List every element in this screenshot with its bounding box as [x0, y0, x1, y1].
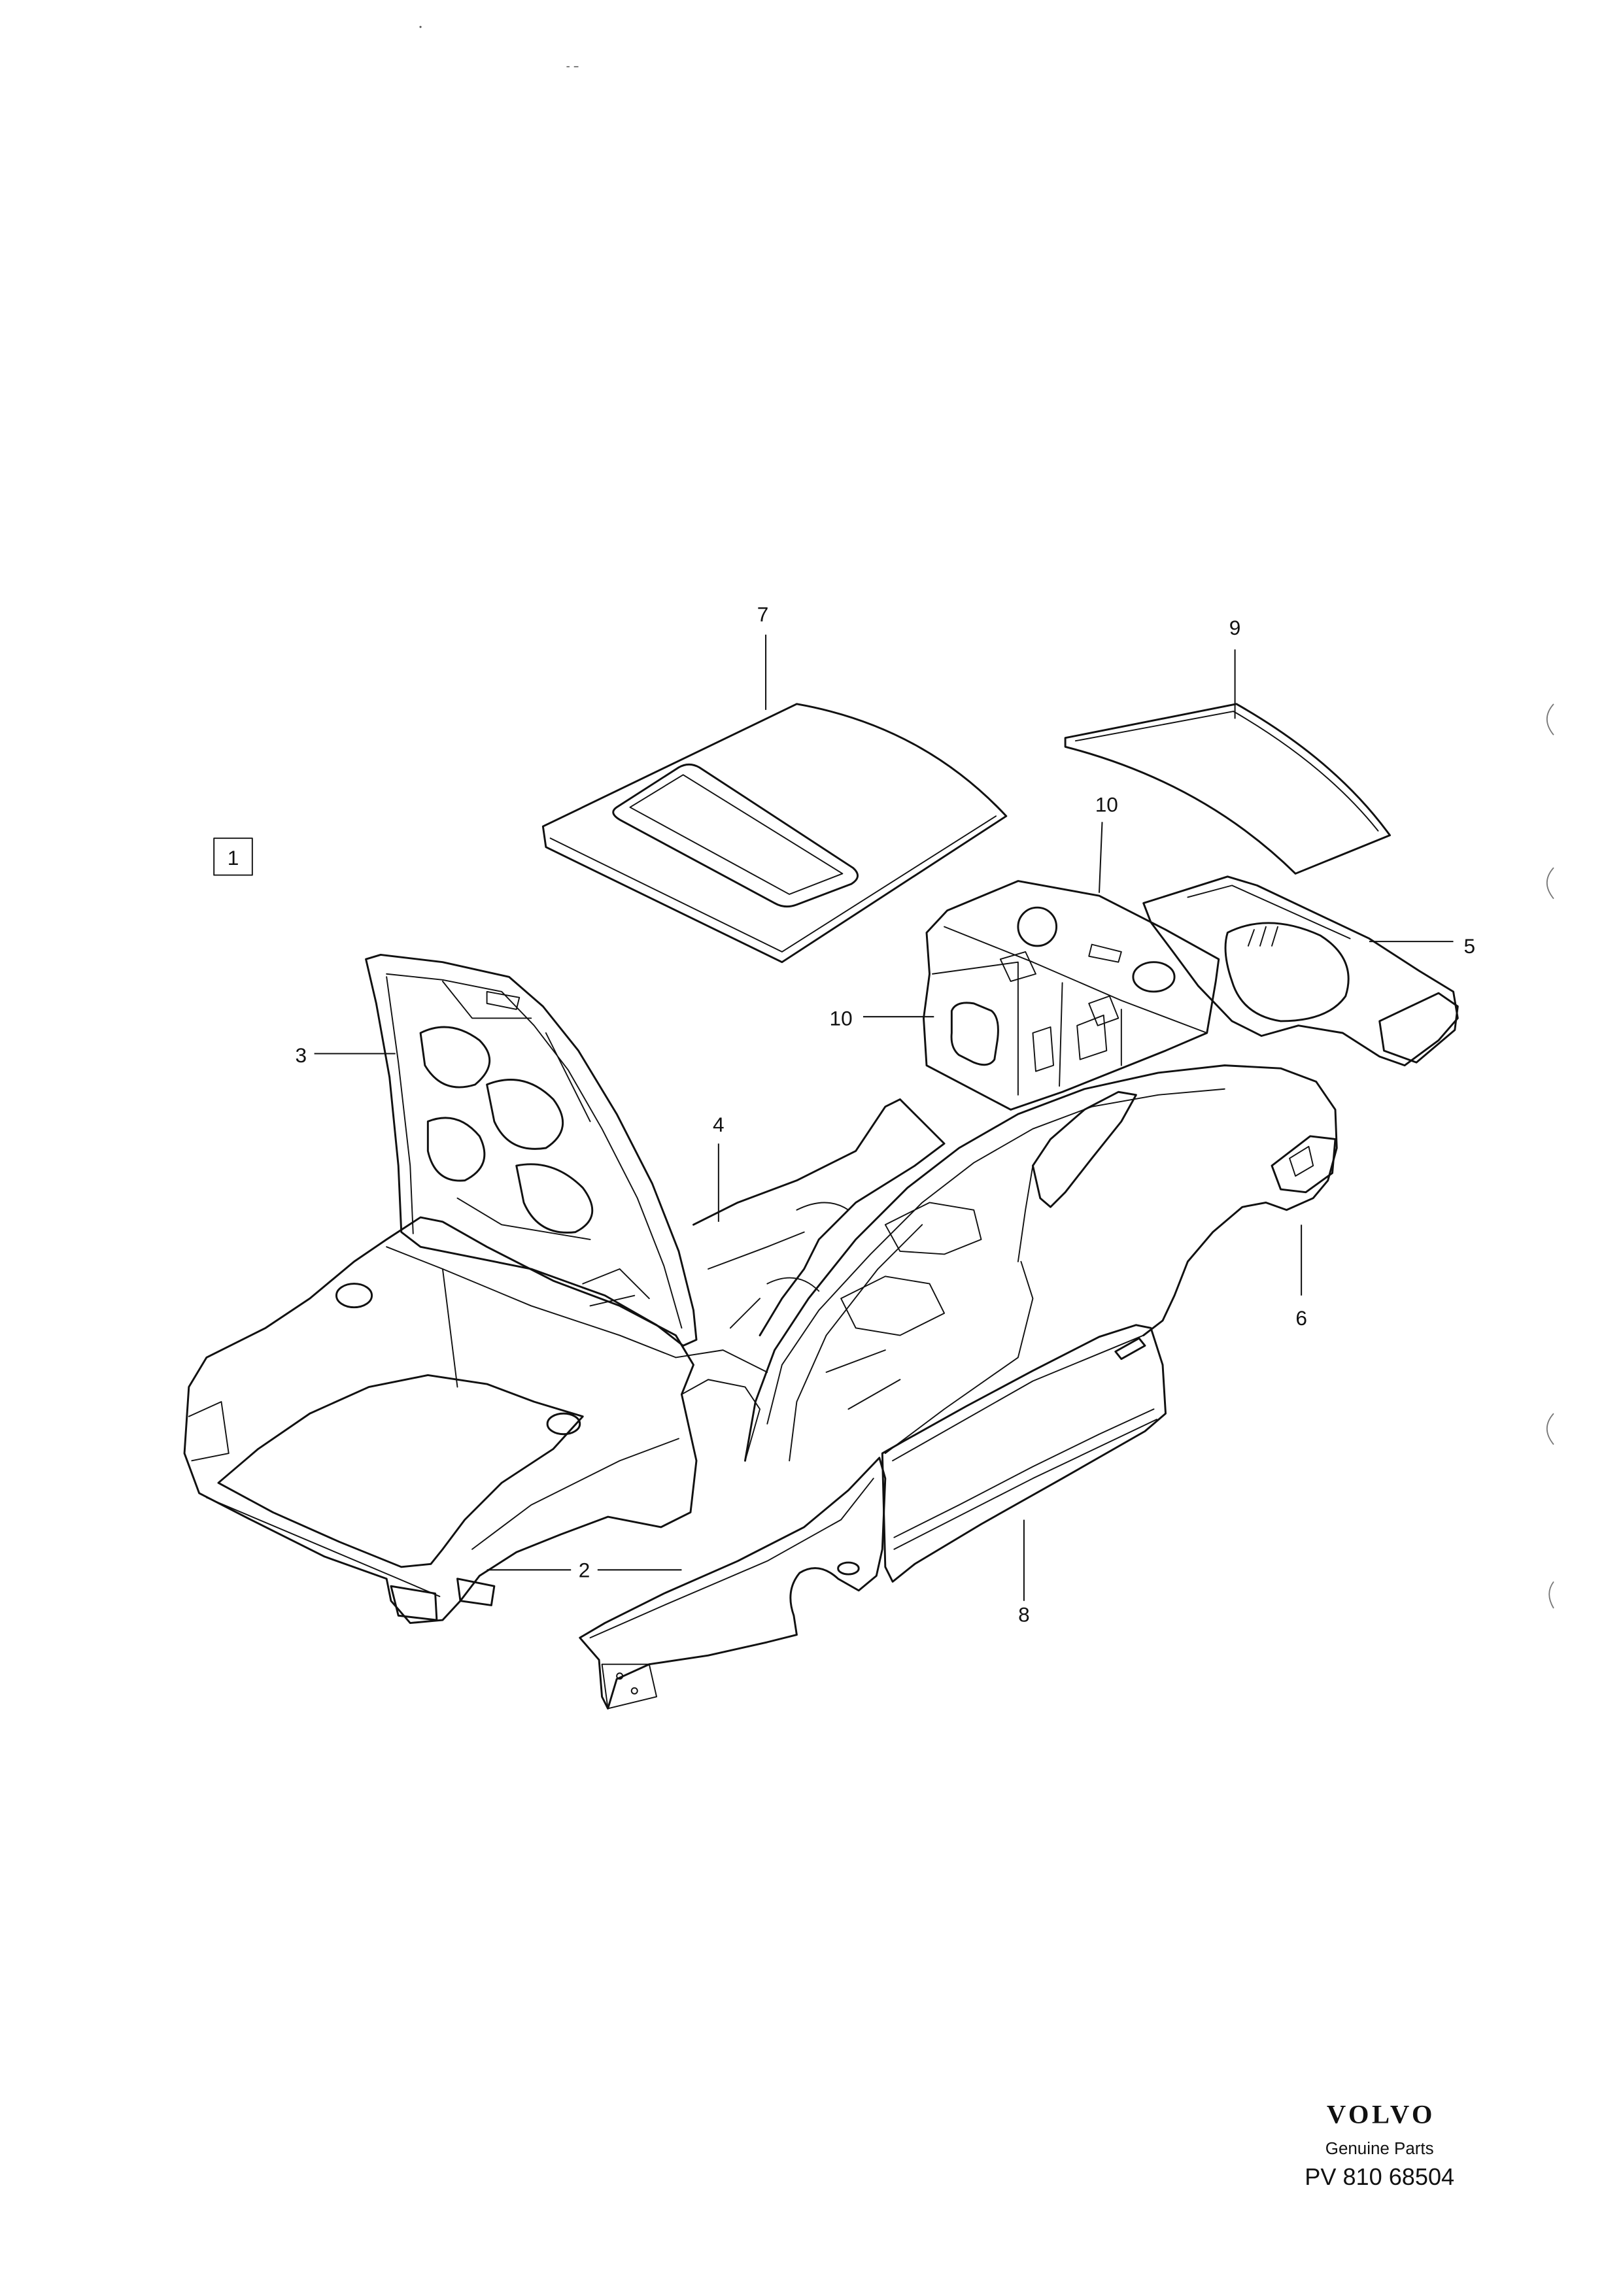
- front-structure-outline: [183, 1216, 698, 1625]
- rear-quarter-inner: [1289, 1145, 1314, 1177]
- speaker-hole: [1017, 906, 1058, 947]
- callout-label: 10: [830, 1007, 853, 1030]
- rear-quarter-outline: [1271, 1135, 1337, 1194]
- hood-brace: [515, 1163, 594, 1234]
- section-box-frame: [213, 837, 253, 876]
- fender-hole: [630, 1687, 638, 1695]
- interior-detail: [825, 1202, 982, 1410]
- punch-mark: [1548, 1581, 1554, 1609]
- roof-panel: [541, 703, 1008, 964]
- callout-label: 3: [296, 1043, 307, 1067]
- rear-panel-outline: [923, 880, 1220, 1111]
- hood-rib: [441, 981, 591, 1240]
- door: [881, 1324, 1167, 1583]
- brand-logo: VOLVO: [1327, 2099, 1435, 2129]
- callout-label: 4: [713, 1113, 725, 1136]
- punch-mark: [1546, 1413, 1554, 1445]
- section-box-label: 1: [228, 846, 239, 869]
- fender-lower: [601, 1663, 658, 1710]
- fender-hole: [616, 1672, 624, 1680]
- b-pillar: [884, 1165, 1034, 1455]
- footer-subtitle: Genuine Parts: [1325, 2140, 1434, 2158]
- side-marker: [837, 1561, 860, 1576]
- strut-tower: [546, 1412, 581, 1436]
- callout-label: 5: [1464, 934, 1476, 958]
- rear-quarter-part: [1271, 1135, 1337, 1194]
- trunk-floor-outline: [1142, 875, 1459, 1067]
- floor-pan: [582, 1098, 946, 1337]
- trunk-floor: [1142, 875, 1459, 1067]
- callout-label: 2: [579, 1559, 590, 1582]
- leader-line: [1098, 822, 1103, 893]
- roof-outline: [541, 703, 1008, 964]
- frame-rail: [441, 1268, 679, 1550]
- sunroof-opening: [612, 763, 859, 908]
- door-edge: [892, 1334, 1144, 1462]
- rear-panel-divider: [932, 961, 1122, 1096]
- part-number: PV 810 68504: [1305, 2163, 1454, 2190]
- callout-label: 10: [1095, 793, 1118, 817]
- radiator-support: [205, 1496, 441, 1597]
- front-fender: [579, 1457, 887, 1710]
- floor-detail: [582, 1202, 849, 1329]
- door-trim-strip: [893, 1408, 1157, 1550]
- scan-marks: [419, 25, 1554, 1609]
- side-body-outline: [743, 1064, 1338, 1462]
- rear-shelf-edge: [944, 926, 1208, 1034]
- door-handle: [1114, 1337, 1146, 1360]
- hood-brace: [419, 1026, 491, 1089]
- section-box: 1: [213, 837, 253, 876]
- door-outline: [881, 1324, 1167, 1583]
- footer: VOLVO Genuine Parts PV 810 68504: [1305, 2099, 1454, 2190]
- punch-mark: [1546, 703, 1554, 735]
- roof-rail: [766, 1088, 1225, 1425]
- callout-label: 8: [1018, 1602, 1030, 1626]
- leader-lines: [314, 634, 1454, 1601]
- spare-wheel-well: [1224, 922, 1350, 1022]
- front-bracket: [188, 1401, 230, 1462]
- well-ribs: [1247, 926, 1278, 947]
- callout-label: 7: [757, 602, 769, 626]
- fender-outline: [579, 1457, 887, 1710]
- rear-panel-hole: [950, 1002, 999, 1066]
- callouts: 7 9 10 10 5 3 4 6 2 8: [296, 602, 1476, 1626]
- rear-deck-outline: [1064, 703, 1391, 875]
- quarter-window: [1031, 1090, 1137, 1208]
- callout-label: 9: [1229, 616, 1241, 639]
- rear-deck-edge: [1074, 711, 1379, 832]
- callout-label: 6: [1295, 1306, 1307, 1330]
- scan-dot: [419, 25, 422, 28]
- rear-deck-panel: [1064, 703, 1391, 875]
- strut-tower: [335, 1283, 373, 1309]
- punch-mark: [1546, 867, 1554, 900]
- front-bracket: [390, 1578, 496, 1621]
- hood-inner-frame: [386, 973, 683, 1329]
- hood-brace: [426, 1117, 486, 1182]
- speaker-hole: [1132, 961, 1176, 993]
- front-structure: [183, 1216, 698, 1625]
- floor-outline: [692, 1098, 946, 1337]
- engine-bay-opening: [217, 1374, 584, 1568]
- fender-edge: [589, 1477, 874, 1639]
- hood-outline: [365, 953, 698, 1347]
- a-pillar: [675, 1224, 923, 1462]
- hood: [365, 953, 698, 1347]
- trunk-end-cap: [1378, 992, 1459, 1064]
- rear-panel-detail: [1032, 1014, 1108, 1072]
- sunroof-inner: [629, 774, 844, 895]
- roof-edge: [549, 815, 997, 953]
- rear-panel: [923, 880, 1220, 1111]
- cowl: [386, 1246, 677, 1359]
- trunk-floor-edge: [1187, 885, 1351, 939]
- side-body: [675, 1064, 1338, 1462]
- hood-brace: [486, 1079, 564, 1150]
